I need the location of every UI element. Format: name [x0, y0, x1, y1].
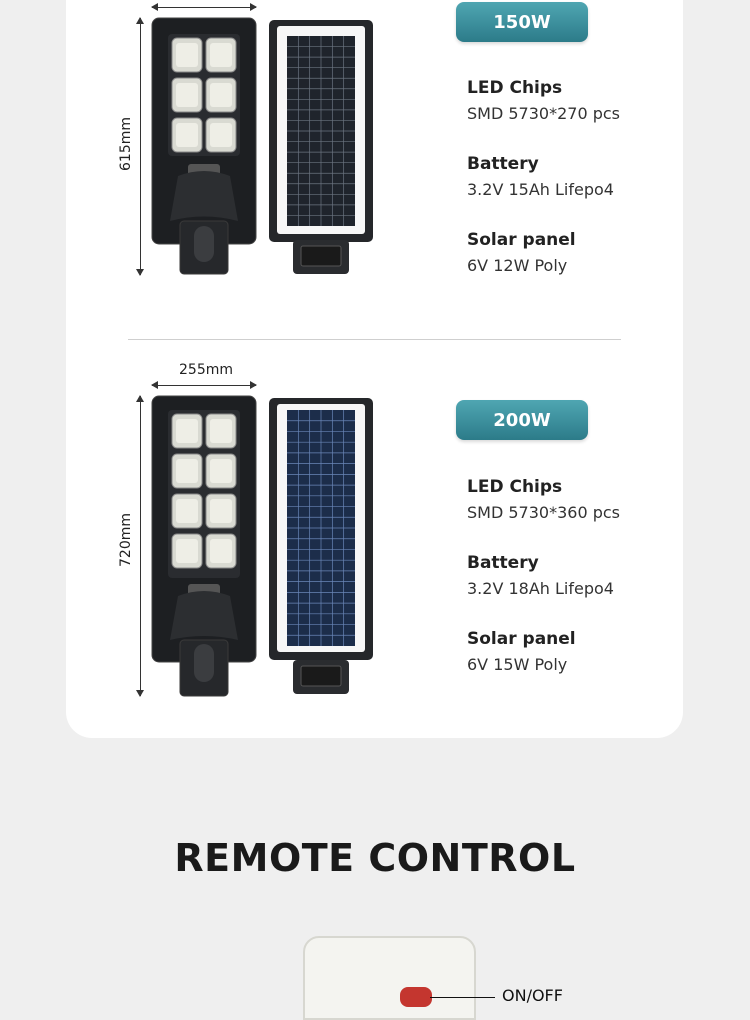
led-lens [176, 459, 198, 483]
lamp-back-200w [269, 398, 373, 694]
spec-title-solar-panel: Solar panel [467, 230, 576, 250]
width-dimension-line-2 [151, 381, 257, 389]
section-divider [128, 339, 621, 340]
led-lens [210, 419, 232, 443]
height-label-1: 615mm [118, 117, 134, 171]
section-heading: REMOTE CONTROL [174, 836, 576, 880]
lamp-front-200w [151, 395, 257, 697]
spec-title-solar-panel: Solar panel [467, 629, 576, 649]
height-label-2: 720mm [118, 513, 134, 567]
lamp-back-150w [269, 20, 373, 274]
led-lens [176, 83, 198, 107]
led-lens [176, 123, 198, 147]
led-lens [210, 123, 232, 147]
spec-title-battery: Battery [467, 154, 539, 174]
spec-value-led-chips: SMD 5730*360 pcs [467, 503, 620, 522]
spec-value-solar-panel: 6V 12W Poly [467, 256, 568, 275]
spec-value-battery: 3.2V 15Ah Lifepo4 [467, 180, 614, 199]
led-lens [210, 83, 232, 107]
spec-title-battery: Battery [467, 553, 539, 573]
width-dimension-line-1 [151, 3, 257, 11]
power-button-icon [400, 987, 432, 1007]
height-dimension-line-2 [136, 395, 144, 697]
spec-value-solar-panel: 6V 15W Poly [467, 655, 568, 674]
spec-title-led-chips: LED Chips [467, 477, 563, 497]
spec-value-led-chips: SMD 5730*270 pcs [467, 104, 620, 123]
led-lens [176, 43, 198, 67]
lamp-front-150w [151, 17, 257, 275]
callout-line [430, 997, 495, 998]
led-lens [210, 539, 232, 563]
height-dimension-line-1 [136, 17, 144, 276]
led-lens [176, 539, 198, 563]
led-lens [176, 419, 198, 443]
on-off-callout: ON/OFF [502, 986, 563, 1005]
remote-control-image [303, 936, 476, 1020]
wattage-badge-200w: 200W [456, 400, 588, 440]
width-label-2: 255mm [179, 362, 233, 378]
led-lens [210, 499, 232, 523]
wattage-badge-150w: 150W [456, 2, 588, 42]
spec-title-led-chips: LED Chips [467, 78, 563, 98]
led-lens [210, 43, 232, 67]
led-lens [176, 499, 198, 523]
spec-value-battery: 3.2V 18Ah Lifepo4 [467, 579, 614, 598]
led-lens [210, 459, 232, 483]
